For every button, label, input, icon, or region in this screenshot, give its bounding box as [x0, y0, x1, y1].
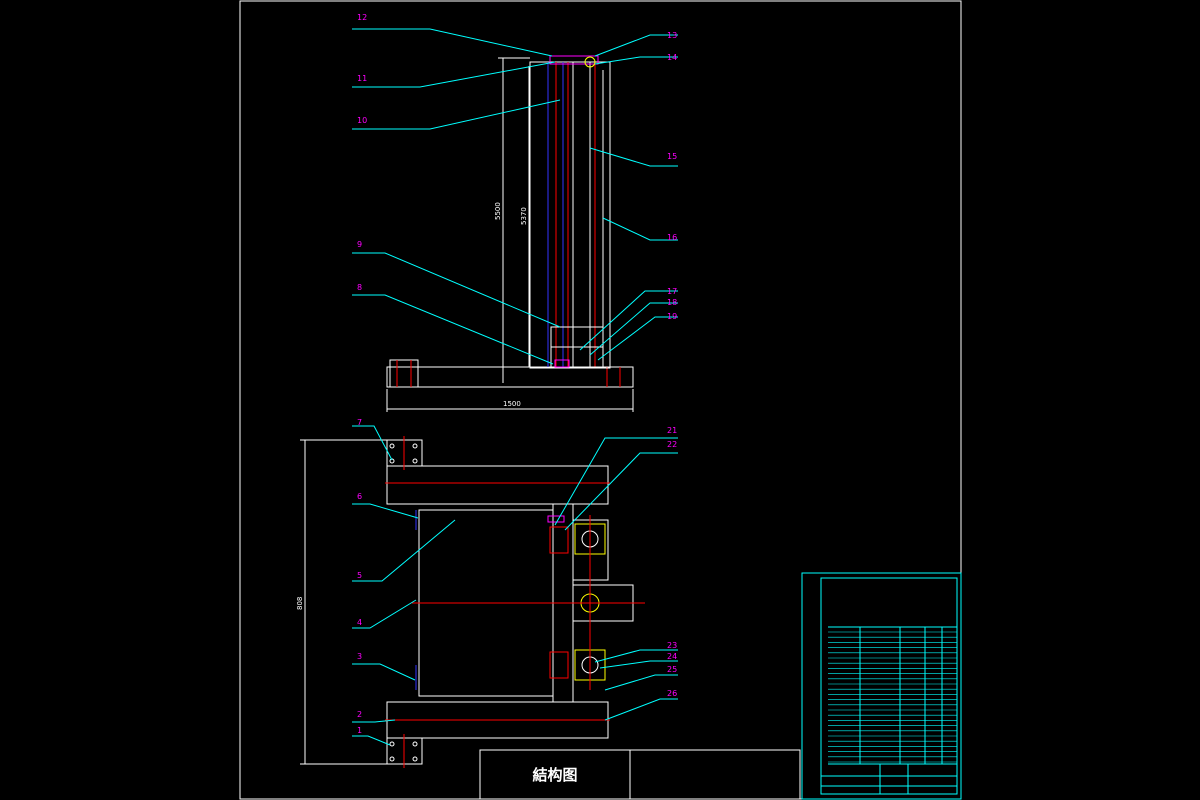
callout-2: 2 — [357, 710, 362, 719]
parts-list — [801, 572, 962, 800]
side-base-left-block — [389, 359, 419, 388]
side-base — [386, 366, 634, 388]
dim-5370: 5370 — [520, 207, 528, 225]
callout-15: 15 — [667, 152, 677, 161]
dim-1500: 1500 — [503, 400, 521, 408]
callout-17: 17 — [667, 287, 677, 296]
callout-26: 26 — [667, 689, 677, 698]
column-outer — [529, 61, 611, 369]
callout-16: 16 — [667, 233, 677, 242]
callout-12: 12 — [357, 13, 367, 22]
plan-top-beam — [386, 465, 609, 505]
callout-19: 19 — [667, 312, 677, 321]
dim-808: 808 — [296, 597, 304, 610]
callout-18: 18 — [667, 298, 677, 307]
callout-5: 5 — [357, 571, 362, 580]
side-view — [386, 55, 634, 412]
callout-13: 13 — [667, 31, 677, 40]
sheet-border — [239, 0, 962, 800]
callout-24: 24 — [667, 652, 677, 661]
callout-3: 3 — [357, 652, 362, 661]
callout-6: 6 — [357, 492, 362, 501]
column-top-cap — [549, 55, 599, 65]
callout-1: 1 — [357, 726, 362, 735]
title-block — [479, 749, 801, 800]
callout-25: 25 — [667, 665, 677, 674]
callout-21: 21 — [667, 426, 677, 435]
callout-9: 9 — [357, 240, 362, 249]
callout-22: 22 — [667, 440, 677, 449]
callout-8: 8 — [357, 283, 362, 292]
callout-23: 23 — [667, 641, 677, 650]
dimension-labels: 5500 5370 1500 808 — [296, 202, 528, 610]
dim-5500: 5500 — [494, 202, 502, 220]
callout-11: 11 — [357, 74, 367, 83]
callout-7: 7 — [357, 418, 362, 427]
callout-10: 10 — [357, 116, 367, 125]
callout-labels: 12 11 10 9 8 13 14 15 16 17 18 19 7 6 5 … — [357, 13, 677, 735]
plan-view — [300, 436, 645, 768]
leader-lines — [352, 28, 678, 746]
callout-14: 14 — [667, 53, 677, 62]
drawing-title: 結构图 — [532, 765, 578, 784]
callout-4: 4 — [357, 618, 362, 627]
